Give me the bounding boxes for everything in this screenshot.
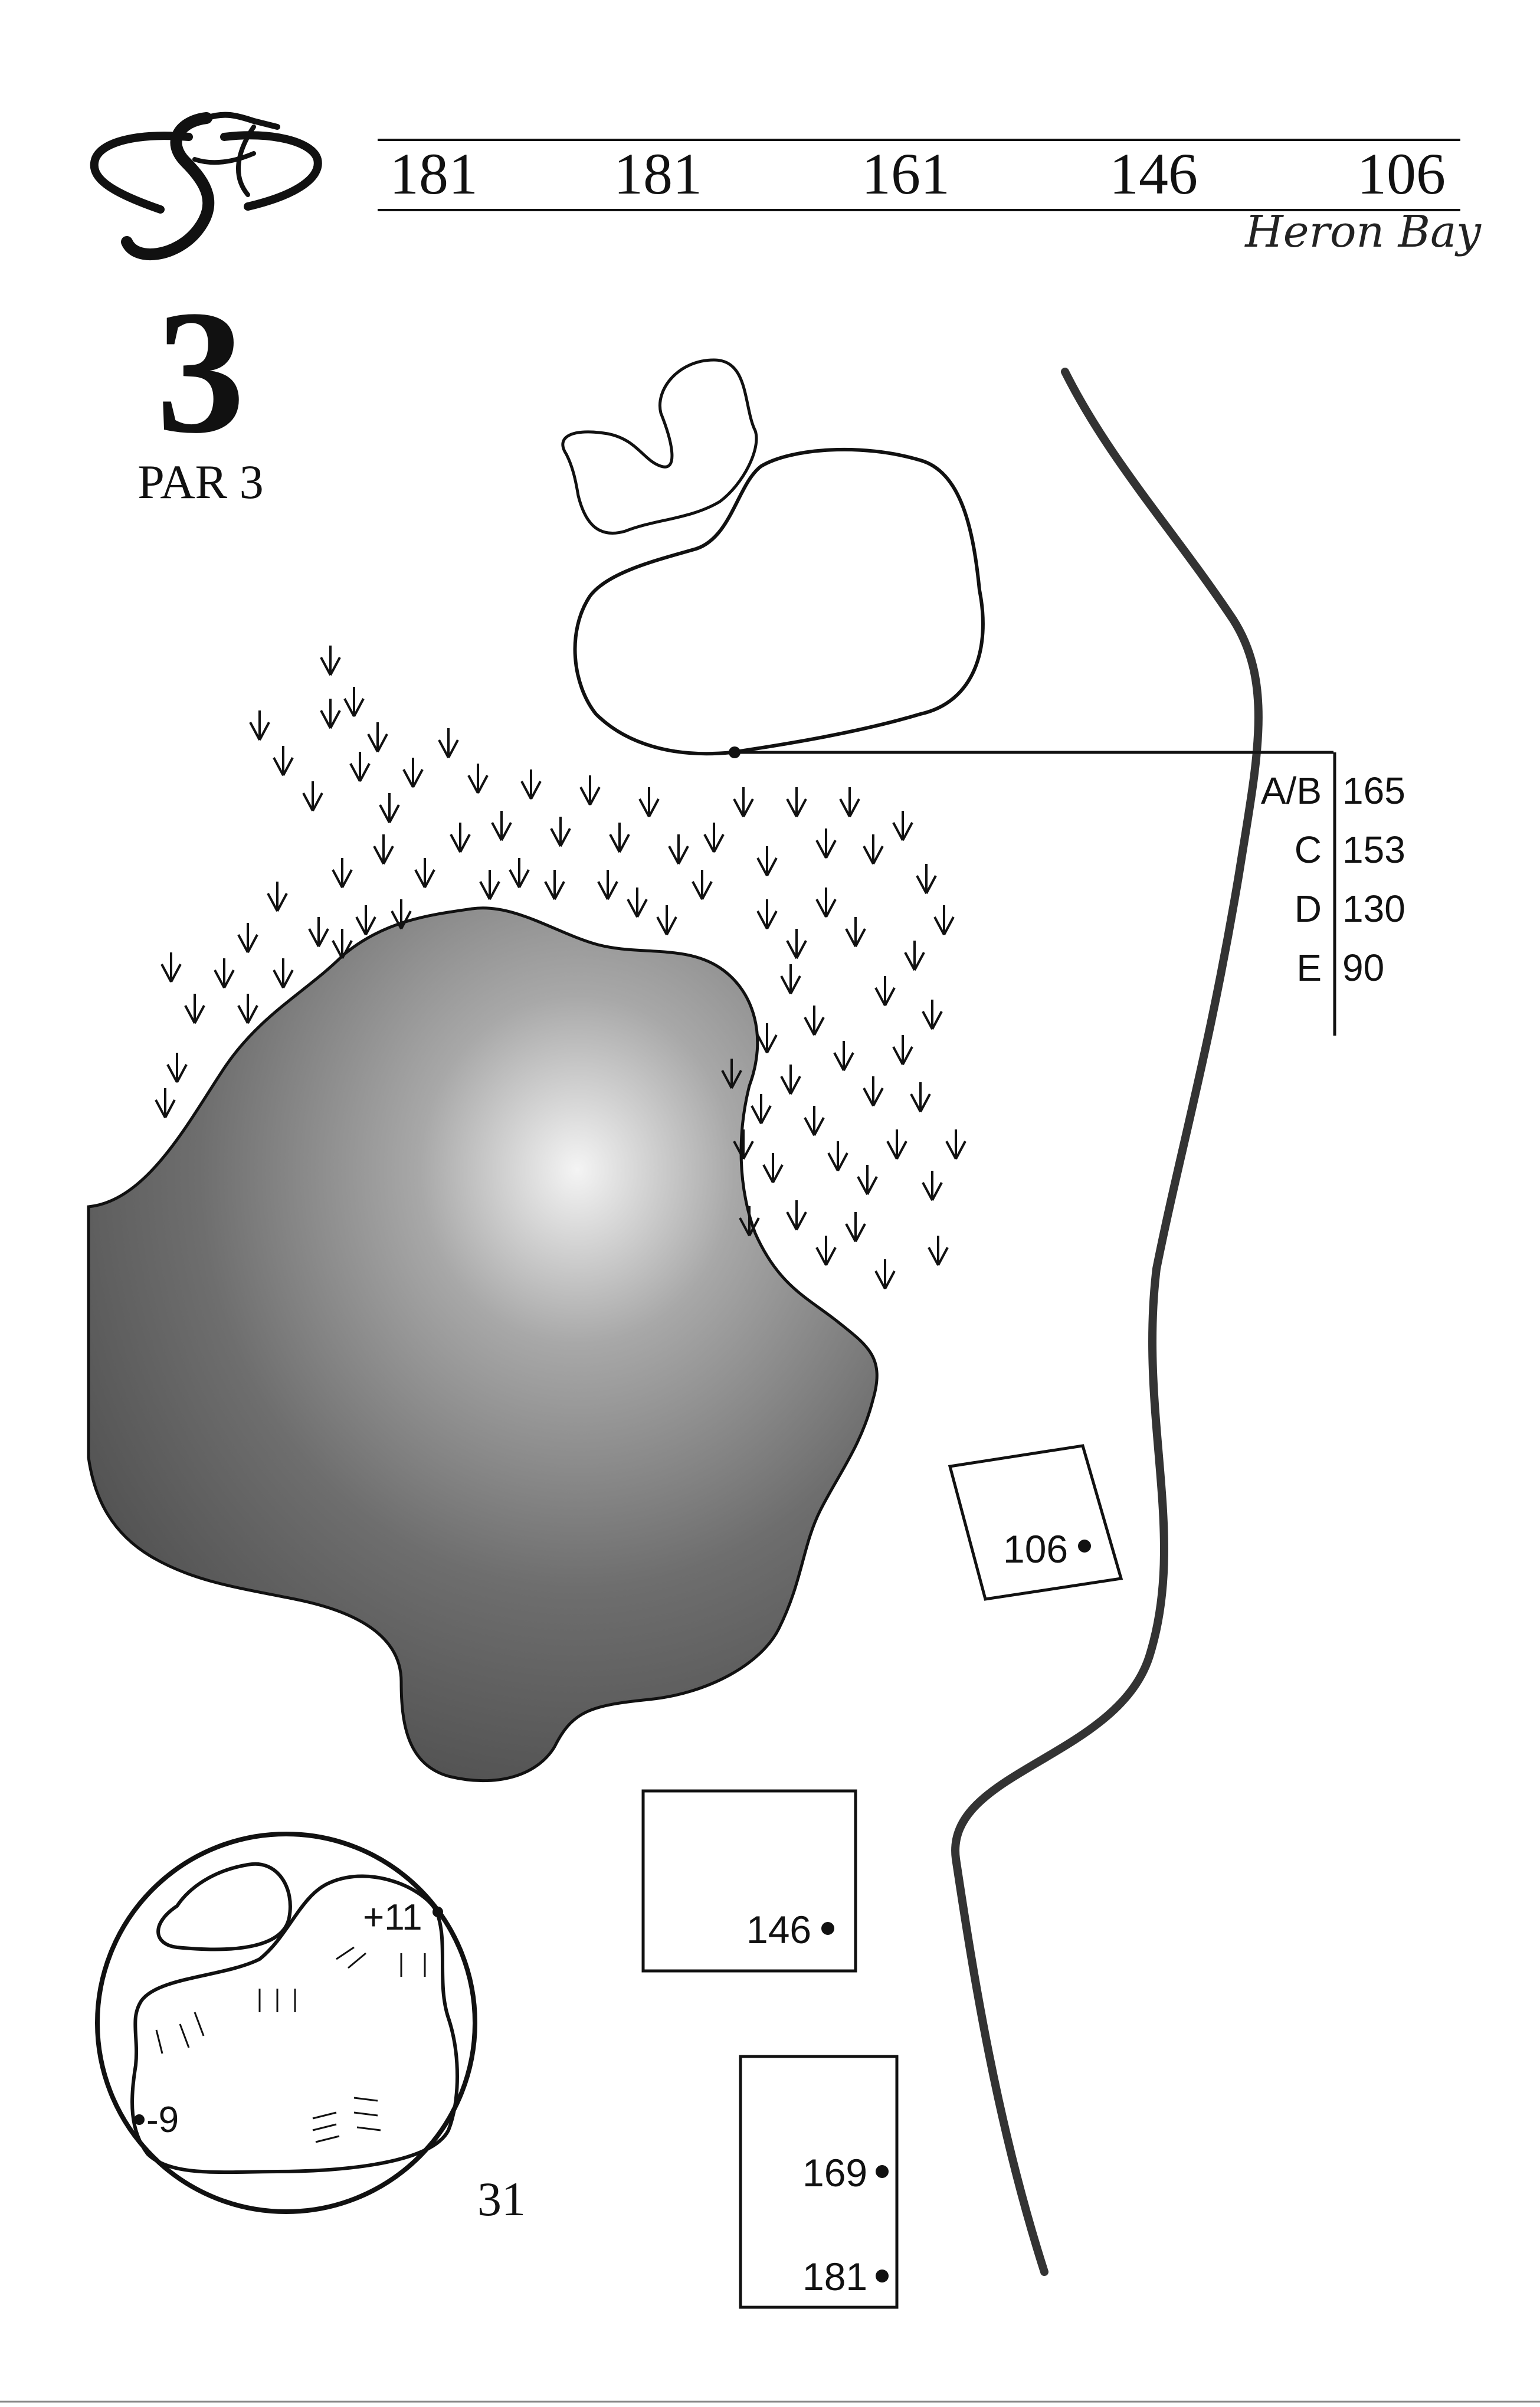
green-back-pin: +11 <box>363 1897 422 1938</box>
tee-label-169: 169 <box>802 2151 868 2195</box>
yardage-3: 161 <box>861 141 950 207</box>
course-name: Heron Bay <box>1245 207 1481 257</box>
distance-tee: A/B <box>1260 769 1322 812</box>
yardage-2: 181 <box>614 141 702 207</box>
tee-label-181: 181 <box>802 2255 868 2298</box>
distance-row: C 153 <box>1233 820 1446 879</box>
tee-label-106: 106 <box>1003 1527 1069 1571</box>
distance-yards: 90 <box>1342 947 1385 989</box>
distance-row: E 90 <box>1233 938 1446 997</box>
distance-tee: D <box>1294 888 1322 930</box>
tee-box-back <box>739 2055 899 2309</box>
green-depth: 31 <box>477 2172 526 2226</box>
distance-table: A/B 165 C 153 D 130 E 90 <box>1233 761 1446 997</box>
green <box>573 447 985 756</box>
pin-position-dot <box>729 746 740 758</box>
hole-number: 3 <box>156 274 245 470</box>
distance-yards: 165 <box>1342 769 1405 812</box>
distance-row: A/B 165 <box>1233 761 1446 820</box>
green-bunker <box>561 358 758 535</box>
distance-row: D 130 <box>1233 879 1446 938</box>
yardage-5: 106 <box>1357 141 1446 207</box>
green-front-pin: -9 <box>146 2100 179 2140</box>
distance-yards: 153 <box>1342 828 1405 871</box>
heron-logo-icon <box>90 112 322 260</box>
tee-label-146: 146 <box>746 1908 812 1951</box>
green-detail-inset <box>95 1832 477 2214</box>
distance-tee: C <box>1294 828 1322 871</box>
yardage-4: 146 <box>1109 141 1198 207</box>
yardage-1: 181 <box>389 141 478 207</box>
tee-box-106 <box>948 1444 1123 1601</box>
distance-yards: 130 <box>1342 888 1405 930</box>
tee-box-146 <box>641 1789 857 1973</box>
distance-tee: E <box>1296 947 1322 989</box>
water-hazard <box>87 906 879 1783</box>
cart-path <box>951 368 1263 2276</box>
tee-yardages: 181 181 161 146 106 <box>378 136 1457 212</box>
par-label: PAR 3 <box>137 455 264 509</box>
